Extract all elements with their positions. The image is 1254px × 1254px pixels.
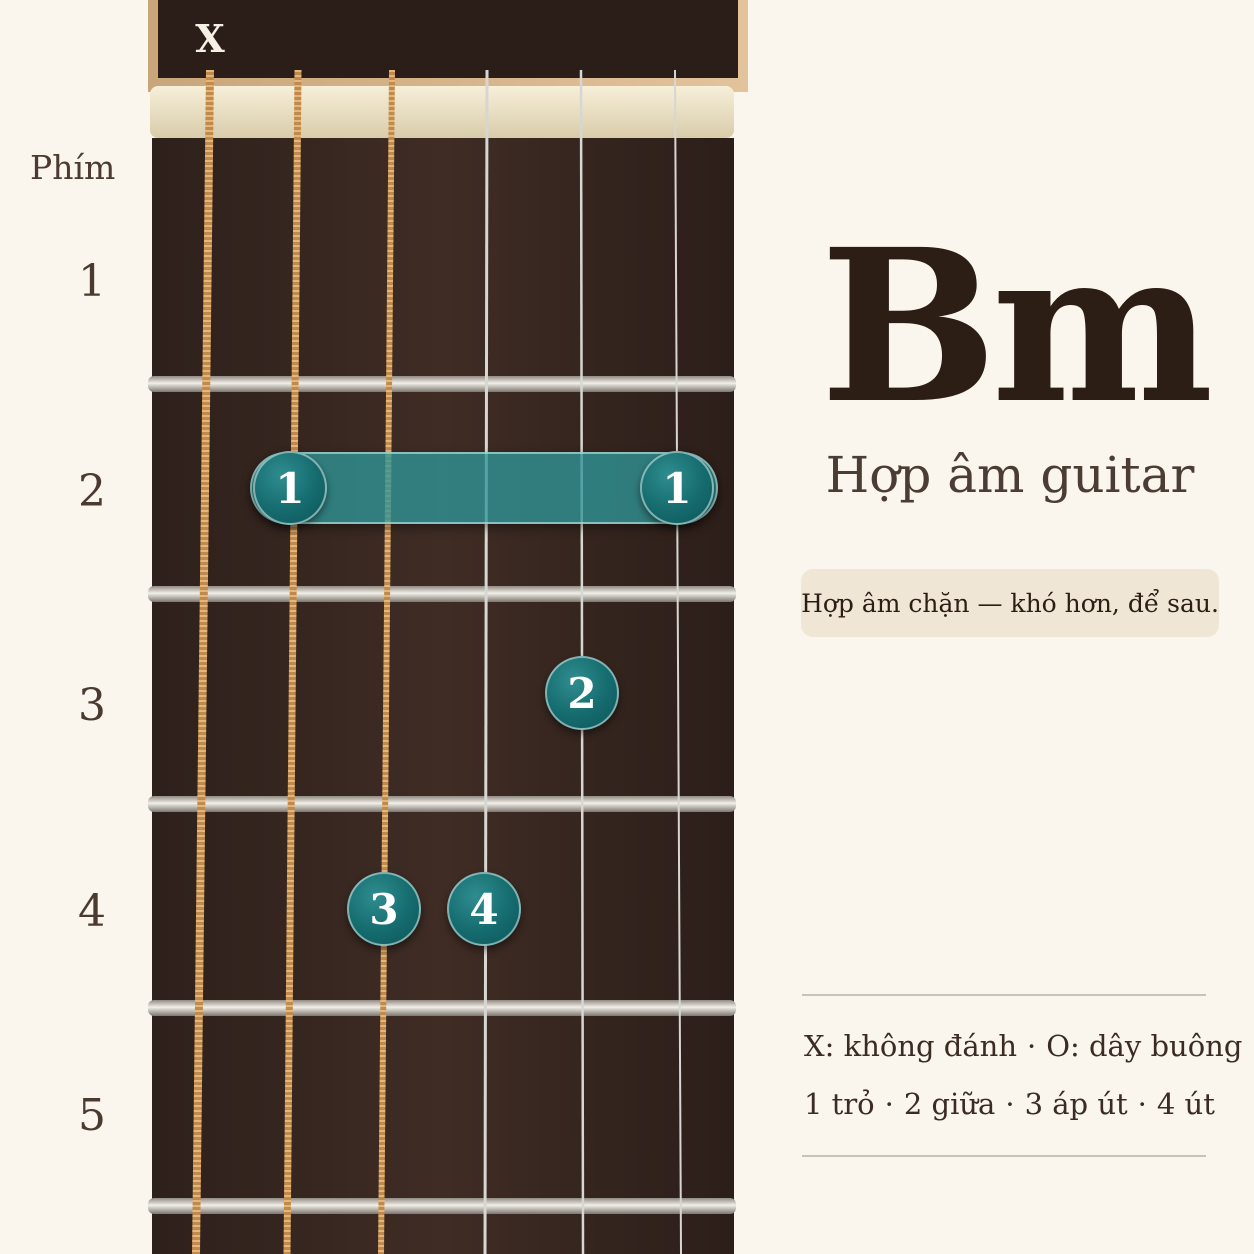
- barre-chord-note: Hợp âm chặn — khó hơn, để sau.: [801, 569, 1219, 637]
- fret-wire-4: [148, 1000, 736, 1016]
- guitar-string-1: [674, 70, 682, 1254]
- fretboard: [152, 138, 734, 1254]
- muted-string-mark: X: [195, 16, 225, 61]
- legend-string-symbols: X: không đánh · O: dây buông: [804, 1029, 1242, 1063]
- fret-wire-5: [148, 1198, 736, 1214]
- legend-separator: ·: [884, 1087, 894, 1121]
- guitar-string-3: [483, 70, 489, 1254]
- fret-number-3: 3: [78, 680, 106, 731]
- guitar-string-5: [283, 70, 302, 1254]
- legend-finger-numbers: 1 trỏ · 2 giữa · 3 áp út · 4 út: [804, 1087, 1215, 1121]
- legend-separator: ·: [1005, 1087, 1015, 1121]
- legend-bottom-divider: [802, 1155, 1206, 1157]
- legend-finger-2: 2 giữa: [903, 1087, 996, 1121]
- fret-column-header: Phím: [30, 148, 116, 187]
- fret-wire-3: [148, 796, 736, 812]
- fret-number-4: 4: [78, 886, 106, 937]
- guitar-string-6: [192, 70, 214, 1254]
- legend-open: O: dây buông: [1046, 1029, 1243, 1063]
- barre-chord-note-text: Hợp âm chặn — khó hơn, để sau.: [801, 588, 1219, 618]
- legend-mute: X: không đánh: [804, 1029, 1018, 1063]
- headstock-inner: [158, 0, 738, 78]
- legend-finger-4: 4 út: [1156, 1087, 1215, 1121]
- fret-number-2: 2: [78, 466, 106, 517]
- finger-marker-string4-fret4: 3: [347, 872, 421, 946]
- chord-subtitle: Hợp âm guitar: [825, 446, 1195, 504]
- legend-finger-3: 3 áp út: [1024, 1087, 1128, 1121]
- fret-wire-2: [148, 586, 736, 602]
- legend-separator: ·: [1137, 1087, 1147, 1121]
- nut: [150, 86, 734, 138]
- finger-marker-string1-fret2: 1: [640, 451, 714, 525]
- legend-finger-1: 1 trỏ: [804, 1087, 875, 1121]
- finger-marker-string2-fret3: 2: [545, 656, 619, 730]
- fret-number-1: 1: [78, 256, 106, 307]
- finger-marker-string5-fret2: 1: [253, 451, 327, 525]
- finger-marker-string3-fret4: 4: [447, 872, 521, 946]
- legend-separator: ·: [1027, 1029, 1037, 1063]
- fret-wire-1: [148, 376, 736, 392]
- guitar-string-4: [378, 70, 395, 1254]
- chord-name: Bm: [820, 203, 1214, 450]
- legend-top-divider: [802, 994, 1206, 996]
- fret-number-5: 5: [78, 1090, 106, 1141]
